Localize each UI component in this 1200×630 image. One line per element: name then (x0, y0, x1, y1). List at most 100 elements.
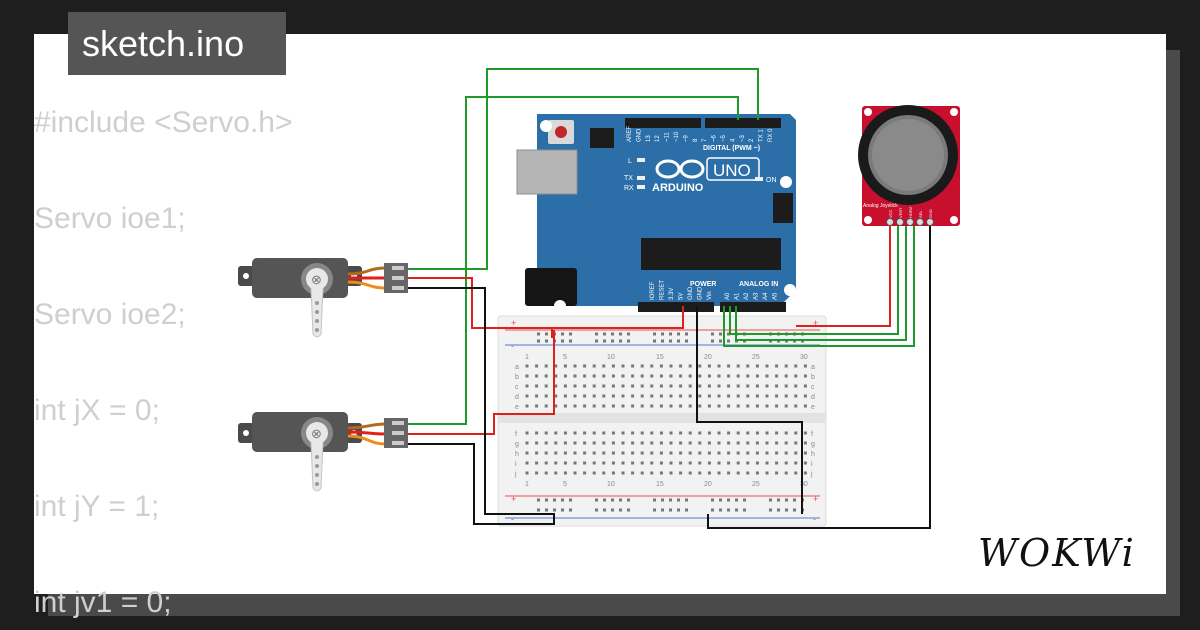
bb-hole (640, 374, 644, 378)
bb-row-letter: e (515, 404, 519, 411)
bb-rail-hole (711, 339, 714, 343)
wires (408, 68, 931, 529)
bb-rail-hole (627, 498, 630, 502)
bb-hole (803, 451, 807, 455)
bb-hole (640, 441, 644, 445)
bb-hole (535, 431, 539, 435)
bb-rail-hole (569, 508, 572, 512)
bb-hole (650, 441, 654, 445)
bb-col-number: 1 (525, 354, 529, 361)
joystick-pin (906, 218, 914, 226)
bb-hole (765, 374, 769, 378)
bb-hole (727, 394, 731, 398)
bb-row-letter: b (811, 374, 815, 381)
bb-hole (621, 404, 625, 408)
bb-col-number: 5 (563, 354, 567, 361)
file-name-tab[interactable]: sketch.ino (68, 12, 286, 75)
bb-hole (727, 431, 731, 435)
bb-rail-hole (603, 498, 606, 502)
bb-rail-hole (727, 498, 730, 502)
bb-hole (669, 441, 673, 445)
bb-hole (554, 404, 558, 408)
bb-hole (631, 364, 635, 368)
arduino-uno-board[interactable]: UNO ARDUINO DIGITAL (PWM ~) ANALOG IN PO… (516, 114, 796, 312)
power-pin-label: 3.3V (669, 288, 675, 300)
bb-hole (563, 374, 567, 378)
bb-hole (755, 431, 759, 435)
bb-rail-hole (611, 498, 614, 502)
bb-hole (688, 374, 692, 378)
wire-servo1-ground (408, 287, 555, 525)
usb-port (516, 149, 578, 195)
bb-hole (707, 461, 711, 465)
bb-rail-hole (595, 498, 598, 502)
bb-hole (563, 384, 567, 388)
bb-rail-hole (677, 339, 680, 343)
bb-hole (602, 394, 606, 398)
bb-hole (659, 461, 663, 465)
bb-rail-hole (743, 498, 746, 502)
wire-servo2-ground (408, 443, 554, 525)
bb-hole (583, 364, 587, 368)
bb-rail-hole (669, 508, 672, 512)
bb-hole (640, 431, 644, 435)
bb-rail-hole (561, 332, 564, 336)
wire-joystick-vcc (796, 226, 891, 327)
bb-hole (727, 451, 731, 455)
bb-rail-hole (685, 339, 688, 343)
bb-minus: - (511, 341, 514, 351)
bb-rail-hole (719, 332, 722, 336)
bb-rail-hole (677, 508, 680, 512)
bb-hole (592, 471, 596, 475)
bb-hole (688, 451, 692, 455)
code-line: #include <Servo.h> (34, 106, 293, 139)
bb-hole (784, 441, 788, 445)
bb-rail-hole (561, 498, 564, 502)
bb-hole (535, 441, 539, 445)
bb-rail-hole (537, 498, 540, 502)
bb-col-number: 25 (752, 481, 760, 488)
bb-hole (650, 404, 654, 408)
bb-hole (765, 364, 769, 368)
wire-servo1-signal (408, 68, 759, 270)
bb-minus: - (511, 514, 514, 524)
bb-hole (544, 451, 548, 455)
bb-row-letter: e (811, 404, 815, 411)
wire-joystick-horz (735, 226, 907, 341)
joystick-pin-label: VCC (888, 209, 893, 218)
bb-hole (592, 451, 596, 455)
bb-hole (573, 461, 577, 465)
bb-plus: + (511, 494, 516, 504)
bb-hole (794, 394, 798, 398)
servo-2[interactable]: ⊗ (238, 412, 408, 492)
bb-rail-hole (711, 508, 714, 512)
bb-hole (755, 471, 759, 475)
bb-rail-hole (537, 339, 540, 343)
bb-rail-hole (619, 508, 622, 512)
digital-pin-label: RX 0 (768, 128, 774, 142)
bb-hole (583, 451, 587, 455)
bb-row-letter: h (515, 451, 519, 458)
bb-hole (688, 384, 692, 388)
bb-hole (717, 461, 721, 465)
svg-text:⊗: ⊗ (311, 272, 322, 287)
joystick-pin (916, 218, 924, 226)
bb-hole (544, 394, 548, 398)
bb-hole (621, 394, 625, 398)
bb-hole (775, 384, 779, 388)
bb-hole (679, 441, 683, 445)
analog-pin-label: A3 (754, 292, 760, 300)
bb-hole (755, 394, 759, 398)
on-led-label: ON (766, 177, 777, 184)
bb-hole (631, 374, 635, 378)
digital-pin-label: 7 (702, 138, 708, 142)
bb-hole (631, 461, 635, 465)
servo-1[interactable]: ⊗ (238, 258, 408, 338)
bb-hole (688, 441, 692, 445)
bb-rail-hole (793, 498, 796, 502)
bb-rail-hole (785, 508, 788, 512)
bb-hole (717, 451, 721, 455)
bb-hole (736, 471, 740, 475)
bb-rail-hole (769, 508, 772, 512)
